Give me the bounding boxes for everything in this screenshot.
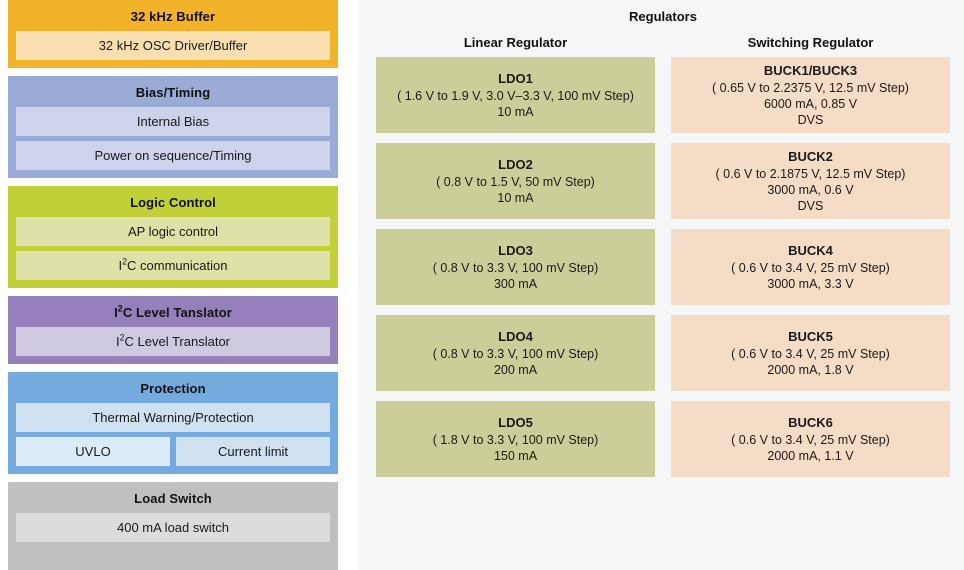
block-title: I2C Level Tanslator [114, 303, 232, 320]
regulator-current-rating: 300 mA [493, 276, 538, 291]
regulator-box-buck: BUCK1/BUCK3 ( 0.65 V to 2.2375 V, 12.5 mV… [671, 57, 950, 133]
column-heading-switching: Switching Regulator [747, 35, 874, 50]
regulator-name: LDO2 [498, 156, 533, 172]
regulator-feature-tag: DVS [797, 198, 824, 213]
regulator-voltage-range: ( 0.65 V to 2.2375 V, 12.5 mV Step) [712, 80, 909, 95]
regulator-grid: LDO1 ( 1.6 V to 1.9 V, 3.0 V–3.3 V, 100 m… [376, 57, 950, 560]
regulator-name: BUCK6 [788, 414, 833, 430]
block-item: 400 mA load switch [16, 513, 330, 542]
regulator-voltage-range: ( 0.6 V to 3.4 V, 25 mV Step) [731, 432, 890, 447]
block-title: Protection [140, 381, 206, 396]
functional-block: 32 kHz Buffer 32 kHz OSC Driver/Buffer [8, 0, 338, 68]
regulator-name: LDO4 [498, 328, 533, 344]
regulator-current-rating: 2000 mA, 1.1 V [767, 448, 854, 463]
block-item: 32 kHz OSC Driver/Buffer [16, 31, 330, 60]
regulator-voltage-range: ( 0.8 V to 1.5 V, 50 mV Step) [436, 174, 595, 189]
regulator-current-rating: 2000 mA, 1.8 V [767, 362, 854, 377]
block-item: Internal Bias [16, 107, 330, 136]
regulator-name: BUCK1/BUCK3 [763, 62, 858, 78]
regulator-voltage-range: ( 0.8 V to 3.3 V, 100 mV Step) [432, 260, 599, 275]
regulator-voltage-range: ( 1.6 V to 1.9 V, 3.0 V–3.3 V, 100 mV St… [397, 88, 634, 103]
regulator-feature-tag: DVS [797, 112, 824, 127]
regulator-voltage-range: ( 0.6 V to 3.4 V, 25 mV Step) [731, 346, 890, 361]
regulator-current-rating: 150 mA [493, 448, 538, 463]
block-item: Power on sequence/Timing [16, 141, 330, 170]
regulators-panel: Regulators Linear Regulator Switching Re… [358, 0, 964, 570]
regulator-box-ldo: LDO5 ( 1.8 V to 3.3 V, 100 mV Step)150 mA [376, 401, 655, 477]
regulator-name: BUCK4 [788, 242, 833, 258]
regulator-box-ldo: LDO3 ( 0.8 V to 3.3 V, 100 mV Step)300 mA [376, 229, 655, 305]
block-item: I2C communication [16, 251, 330, 280]
regulator-box-buck: BUCK4 ( 0.6 V to 3.4 V, 25 mV Step)3000 m… [671, 229, 950, 305]
regulator-box-buck: BUCK2 ( 0.6 V to 2.1875 V, 12.5 mV Step)3… [671, 143, 950, 219]
block-item: Thermal Warning/Protection [16, 403, 330, 432]
regulator-name: LDO5 [498, 414, 533, 430]
block-item: AP logic control [16, 217, 330, 246]
block-title: Logic Control [130, 195, 216, 210]
regulator-box-ldo: LDO1 ( 1.6 V to 1.9 V, 3.0 V–3.3 V, 100 m… [376, 57, 655, 133]
regulator-name: LDO1 [498, 70, 533, 86]
regulator-current-rating: 200 mA [493, 362, 538, 377]
regulator-name: LDO3 [498, 242, 533, 258]
regulator-current-rating: 10 mA [497, 104, 534, 119]
regulator-name: BUCK2 [788, 148, 833, 164]
regulator-current-rating: 6000 mA, 0.85 V [763, 96, 858, 111]
regulator-box-buck: BUCK6 ( 0.6 V to 3.4 V, 25 mV Step)2000 m… [671, 401, 950, 477]
functional-block: Load Switch 400 mA load switch [8, 482, 338, 570]
regulator-voltage-range: ( 0.6 V to 3.4 V, 25 mV Step) [731, 260, 890, 275]
regulator-column-headings: Linear Regulator Switching Regulator [376, 34, 950, 57]
regulator-box-ldo: LDO4 ( 0.8 V to 3.3 V, 100 mV Step)200 mA [376, 315, 655, 391]
regulator-voltage-range: ( 0.6 V to 2.1875 V, 12.5 mV Step) [715, 166, 906, 181]
block-title: 32 kHz Buffer [130, 9, 216, 24]
linear-regulator-column: LDO1 ( 1.6 V to 1.9 V, 3.0 V–3.3 V, 100 m… [376, 57, 655, 560]
regulator-name: BUCK5 [788, 328, 833, 344]
regulator-current-rating: 3000 mA, 3.3 V [767, 276, 854, 291]
block-title: Bias/Timing [135, 85, 211, 100]
block-title: Load Switch [134, 491, 212, 506]
regulator-current-rating: 10 mA [497, 190, 534, 205]
regulator-voltage-range: ( 1.8 V to 3.3 V, 100 mV Step) [432, 432, 599, 447]
regulator-box-buck: BUCK5 ( 0.6 V to 3.4 V, 25 mV Step)2000 m… [671, 315, 950, 391]
regulators-title: Regulators [629, 9, 697, 24]
block-item: UVLO [16, 437, 170, 466]
block-item: Current limit [176, 437, 330, 466]
block-item: I2C Level Translator [16, 327, 330, 356]
column-heading-linear: Linear Regulator [463, 35, 568, 50]
regulator-current-rating: 3000 mA, 0.6 V [767, 182, 854, 197]
switching-regulator-column: BUCK1/BUCK3 ( 0.65 V to 2.2375 V, 12.5 mV… [671, 57, 950, 560]
regulator-box-ldo: LDO2 ( 0.8 V to 1.5 V, 50 mV Step)10 mA [376, 143, 655, 219]
regulator-voltage-range: ( 0.8 V to 3.3 V, 100 mV Step) [432, 346, 599, 361]
